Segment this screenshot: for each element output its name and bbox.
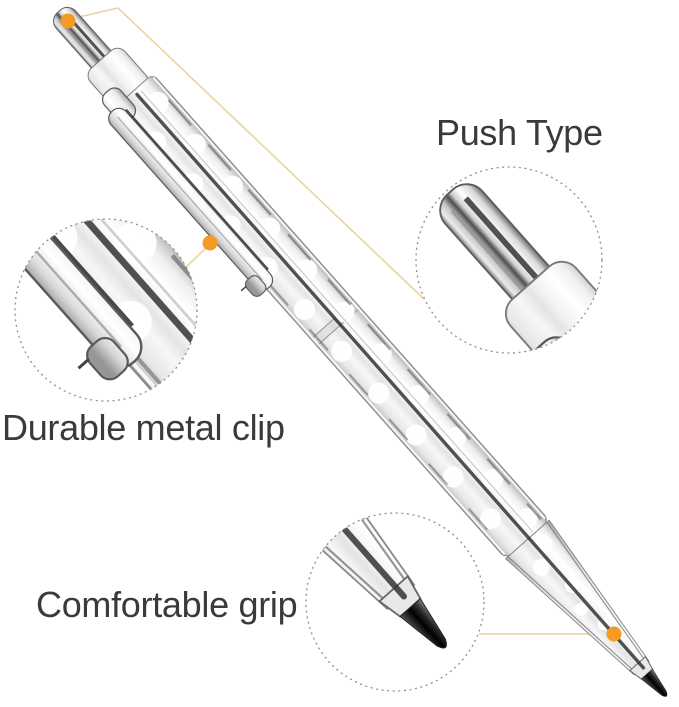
metal-clip-marker-dot <box>202 235 218 251</box>
metal-clip-leader-line <box>185 246 208 268</box>
grip-marker-dot <box>606 626 622 642</box>
metal-clip-label: Durable metal clip <box>2 407 285 448</box>
push-type-label: Push Type <box>436 112 603 153</box>
push-type-callout-circle <box>415 166 603 354</box>
push-type-marker-dot <box>60 13 76 29</box>
push-type-leader-line <box>69 7 425 300</box>
marker-dots <box>60 13 622 642</box>
grip-label: Comfortable grip <box>36 584 298 625</box>
grip-callout-circle <box>305 512 485 692</box>
